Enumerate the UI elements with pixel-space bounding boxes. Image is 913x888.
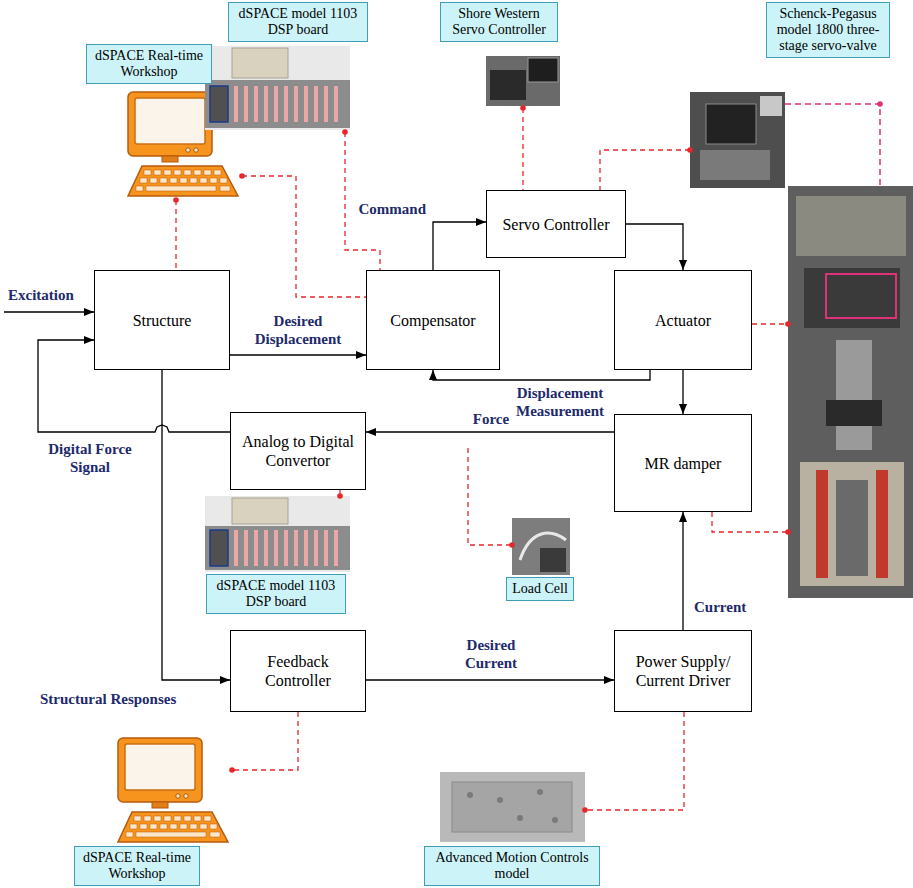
node-text: Servo Controller bbox=[502, 215, 609, 234]
signal-arrow bbox=[682, 370, 683, 414]
process-box: Servo Controller bbox=[486, 190, 626, 258]
equipment-tag: Shore Western Servo Controller bbox=[440, 2, 558, 42]
node-text: Shore Western Servo Controller bbox=[446, 6, 552, 38]
process-box: Feedback Controller bbox=[230, 630, 366, 712]
equipment-tag: Load Cell bbox=[506, 577, 574, 601]
node-text: Feedback Controller bbox=[237, 652, 359, 690]
equipment-tag: dSPACE model 1103 DSP board bbox=[206, 574, 346, 614]
node-text: Advanced Motion Controls model bbox=[430, 850, 594, 882]
input-arrow bbox=[4, 311, 94, 312]
node-text: MR damper bbox=[645, 454, 722, 473]
current-driver-photo bbox=[440, 772, 585, 842]
process-box: Analog to Digital Convertor bbox=[230, 412, 366, 490]
node-text: Load Cell bbox=[512, 581, 568, 597]
servo-controller-photo bbox=[486, 56, 560, 106]
equipment-tag: dSPACE Real-time Workshop bbox=[86, 44, 212, 84]
signal-label: Command bbox=[350, 200, 426, 218]
signal-arrow bbox=[626, 224, 683, 270]
leader-dots bbox=[173, 105, 791, 813]
leader-lines bbox=[176, 108, 788, 810]
signal-arrow bbox=[230, 354, 366, 355]
node-text: dSPACE model 1103 DSP board bbox=[212, 578, 340, 610]
node-text: Actuator bbox=[655, 311, 711, 330]
test-rig-photo bbox=[788, 186, 913, 598]
leader-line bbox=[785, 104, 880, 186]
process-box: Power Supply/ Current Driver bbox=[614, 630, 752, 712]
leader-dot bbox=[877, 101, 883, 107]
node-text: Analog to Digital Convertor bbox=[237, 432, 359, 470]
equipment-tag: dSPACE Real-time Workshop bbox=[74, 846, 200, 886]
equipment-tag: Advanced Motion Controls model bbox=[424, 846, 600, 886]
node-text: dSPACE Real-time Workshop bbox=[80, 850, 194, 882]
node-text: Power Supply/ Current Driver bbox=[621, 652, 745, 690]
node-text: Compensator bbox=[390, 311, 475, 330]
process-box: Actuator bbox=[614, 270, 752, 370]
signal-arrow bbox=[162, 370, 230, 680]
process-box: MR damper bbox=[614, 414, 752, 512]
equipment-tag: dSPACE model 1103 DSP board bbox=[228, 2, 368, 42]
signal-label: Force bbox=[468, 410, 514, 428]
signal-arrow bbox=[682, 512, 683, 630]
node-text: Structure bbox=[133, 311, 192, 330]
computer-icon bbox=[118, 738, 228, 842]
load-cell-photo bbox=[512, 518, 570, 575]
signal-arrow bbox=[433, 222, 486, 270]
dsp-board-photo bbox=[205, 46, 350, 130]
signal-label: Current bbox=[694, 598, 760, 616]
node-text: dSPACE Real-time Workshop bbox=[92, 48, 206, 80]
signal-label: Digital Force Signal bbox=[42, 440, 138, 476]
node-text: Schenck-Pegasus model 1800 three-stage s… bbox=[772, 6, 884, 54]
signal-arrow bbox=[366, 431, 614, 432]
signal-label: Desired Displacement bbox=[234, 312, 362, 348]
signal-label: Desired Current bbox=[455, 636, 527, 672]
signal-label: Structural Responses bbox=[40, 690, 222, 708]
equipment-tag: Schenck-Pegasus model 1800 three-stage s… bbox=[766, 2, 890, 58]
signal-arrow bbox=[366, 679, 614, 680]
process-box: Structure bbox=[94, 270, 230, 370]
process-box: Compensator bbox=[366, 270, 500, 370]
node-text: dSPACE model 1103 DSP board bbox=[234, 6, 362, 38]
signal-label: Displacement Measurement bbox=[508, 384, 612, 420]
servo-valve-photo bbox=[690, 92, 785, 188]
signal-label: Excitation bbox=[8, 286, 92, 304]
dsp-board-photo bbox=[205, 496, 350, 572]
signal-arrow bbox=[433, 370, 650, 380]
